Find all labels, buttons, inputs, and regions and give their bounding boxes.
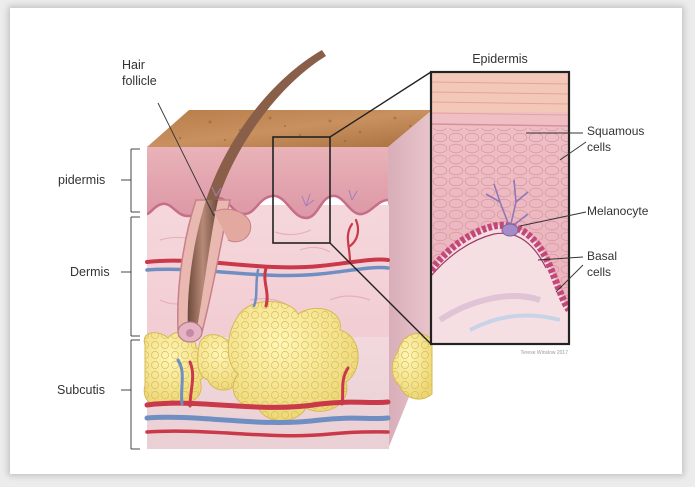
epidermis-inset xyxy=(431,72,569,344)
skin-surface xyxy=(147,110,432,147)
skin-block xyxy=(144,50,432,449)
label-basal-cells: Basal cells xyxy=(587,249,620,279)
label-inset-title: Epidermis xyxy=(472,52,528,66)
label-subcutis: Subcutis xyxy=(57,383,105,397)
label-hair-follicle: Hair follicle xyxy=(122,58,157,88)
label-squamous-cells: Squamous cells xyxy=(587,124,648,154)
label-epidermis-left: pidermis xyxy=(58,173,105,187)
illustrator-credit: Terese Winslow 2017 xyxy=(520,350,568,356)
label-melanocyte: Melanocyte xyxy=(587,204,649,218)
label-dermis: Dermis xyxy=(70,265,110,279)
